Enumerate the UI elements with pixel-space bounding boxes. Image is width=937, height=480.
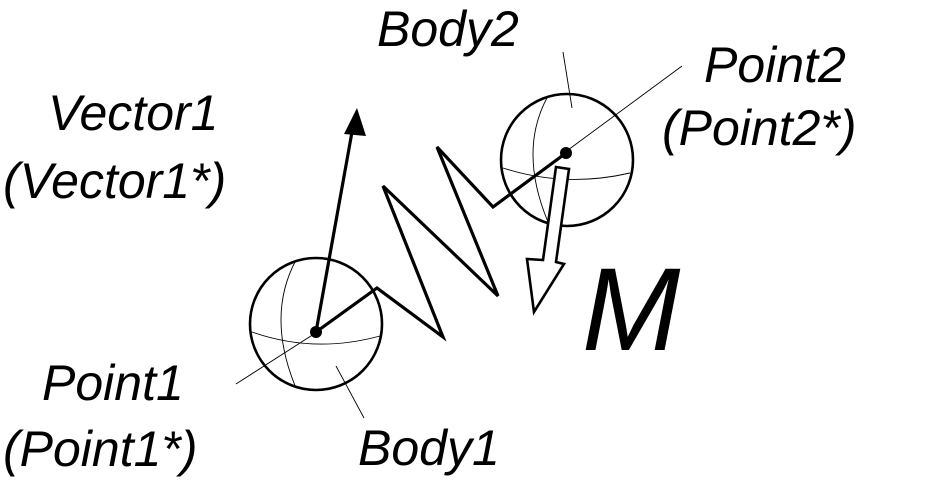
body2-sphere [499, 92, 635, 228]
point2-star-label: (Point2*) [662, 100, 857, 156]
point2-label: Point2 [704, 37, 846, 93]
point1-leader [235, 333, 315, 385]
vector1-label: Vector1 [48, 85, 218, 141]
body1-label: Body1 [358, 420, 500, 476]
body1-sphere [248, 256, 384, 392]
moment-label: M [582, 244, 681, 376]
point1-star-label: (Point1*) [3, 421, 198, 477]
body2-leader [562, 51, 573, 109]
point2-leader [567, 65, 683, 151]
vector1-arrow [314, 108, 366, 333]
spring-element [315, 145, 567, 342]
body2-label: Body2 [377, 1, 519, 57]
point2-dot [560, 147, 572, 159]
body1-leader [335, 365, 365, 419]
moment-arrow [525, 165, 571, 316]
vector1-star-label: (Vector1*) [3, 153, 226, 209]
point1-dot [310, 326, 322, 338]
point1-label: Point1 [42, 355, 184, 411]
